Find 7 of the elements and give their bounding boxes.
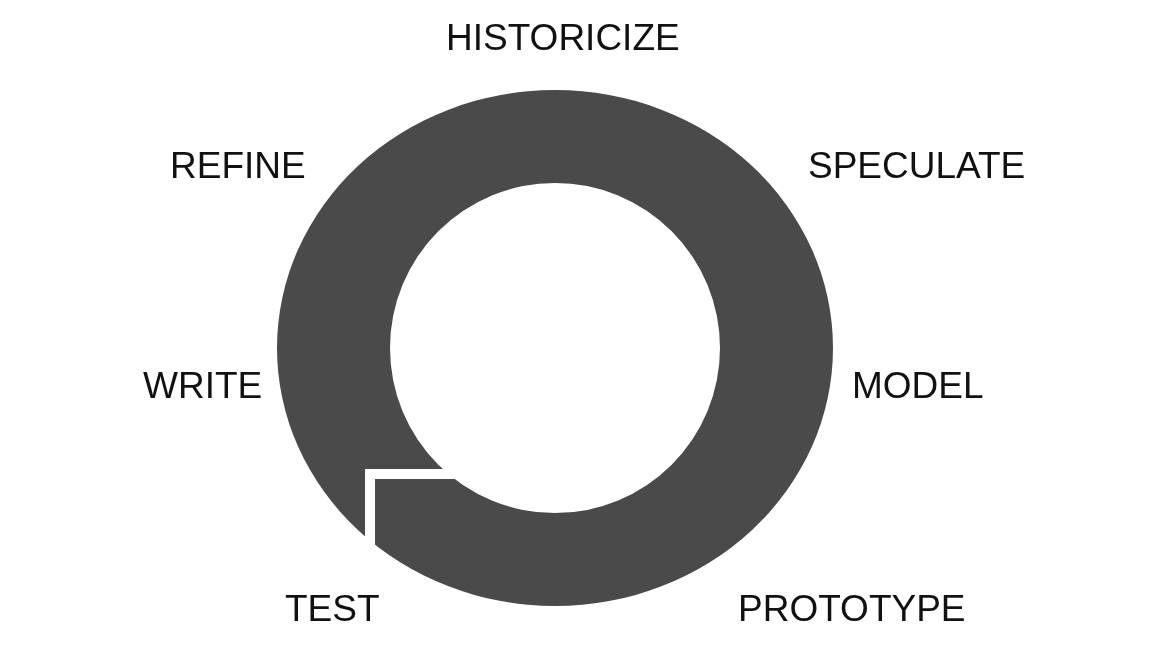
stage-label: MODEL [852,366,984,404]
stage-label: TEST [285,589,380,627]
stage-label: HISTORICIZE [446,18,680,56]
stage-label: SPECULATE [808,146,1026,184]
stage-label: REFINE [170,146,306,184]
stage-label: WRITE [143,366,263,404]
stage-label: PROTOTYPE [738,589,966,627]
